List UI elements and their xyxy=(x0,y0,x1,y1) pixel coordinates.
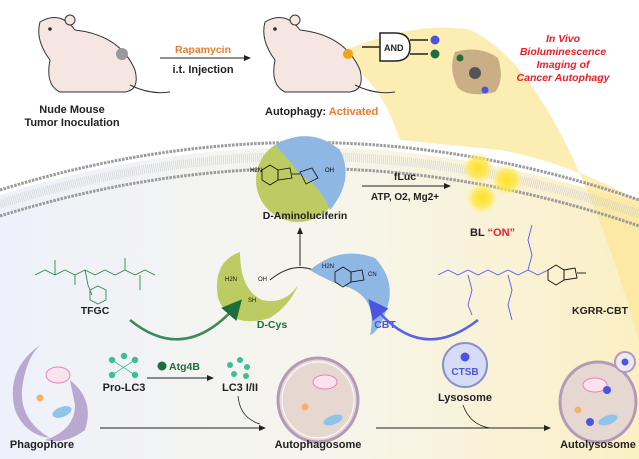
svg-text:In Vivo: In Vivo xyxy=(546,33,581,45)
ctsb-label: CTSB xyxy=(451,367,478,378)
kgrr-cleavage-arrow xyxy=(368,299,479,341)
kgrr-cbt-label: KGRR-CBT xyxy=(572,305,629,317)
atg4b-enzyme-icon xyxy=(157,361,167,371)
cbt-label: CBT xyxy=(374,319,396,331)
lysosome-icon xyxy=(442,342,488,388)
stage-phagophore: Phagophore xyxy=(10,439,74,451)
imaging-beam xyxy=(345,27,639,340)
mouse1-label-line2: Tumor Inoculation xyxy=(24,117,119,129)
pro-lc3-label: Pro-LC3 xyxy=(103,382,146,394)
svg-text:H2N: H2N xyxy=(225,277,237,283)
lc3-join xyxy=(237,395,261,425)
lc3-icon xyxy=(227,357,250,379)
mouse1-label-line1: Nude Mouse xyxy=(39,104,104,116)
svg-text:CN: CN xyxy=(368,272,377,278)
svg-text:Bioluminescence: Bioluminescence xyxy=(520,46,607,58)
cbt-molecule: H2N CN xyxy=(310,253,390,335)
stage-autolysosome: Autolysosome xyxy=(560,439,636,451)
tfgc-cleavage-arrow xyxy=(129,299,242,341)
svg-text:SH: SH xyxy=(248,298,256,304)
and-gate-icon: AND xyxy=(362,32,440,62)
lysosome-label: Lysosome xyxy=(438,392,492,404)
autophagosome-icon xyxy=(276,356,360,444)
d-cys-label: D-Cys xyxy=(257,319,288,331)
tfgc-molecule xyxy=(34,258,156,305)
kgrr-cbt-molecule xyxy=(437,224,586,321)
cofactors-label: ATP, O2, Mg2+ xyxy=(371,192,439,203)
autophagy-status-label: Autophagy: Activated xyxy=(265,106,378,118)
and-gate-label: AND xyxy=(384,43,404,53)
aminoluciferin-label: D-Aminoluciferin xyxy=(263,210,348,222)
svg-text:H2N: H2N xyxy=(322,264,334,270)
svg-text:OH: OH xyxy=(258,277,267,283)
activated-mouse-icon xyxy=(263,14,396,94)
svg-text:OH: OH xyxy=(325,168,334,174)
bl-on-label: BL “ON” xyxy=(470,227,515,239)
injection-label: i.t. Injection xyxy=(172,64,233,76)
autolysosome-icon xyxy=(558,351,638,444)
svg-text:Imaging of: Imaging of xyxy=(536,59,591,71)
stage-autophagosome: Autophagosome xyxy=(275,439,362,451)
tfgc-label: TFGC xyxy=(81,305,110,317)
aminoluciferin-molecule: H2N OH xyxy=(250,136,346,222)
rapamycin-label: Rapamycin xyxy=(175,44,231,56)
cell-membrane xyxy=(0,140,639,228)
pro-lc3-icon xyxy=(108,352,139,379)
svg-text:H2N: H2N xyxy=(250,168,262,174)
fluc-label: fLuc xyxy=(394,171,416,183)
imaging-title: In Vivo Bioluminescence Imaging of Cance… xyxy=(517,33,611,84)
cancer-cell-icon xyxy=(452,49,501,95)
lysosome-join xyxy=(462,404,491,429)
lc3-label: LC3 I/II xyxy=(222,382,258,394)
atg4b-label: Atg4B xyxy=(169,361,200,373)
bioluminescence-glow xyxy=(462,152,523,214)
svg-text:Cancer Autophagy: Cancer Autophagy xyxy=(517,72,611,84)
nude-mouse-icon xyxy=(38,14,171,94)
phagophore-icon xyxy=(12,345,88,442)
